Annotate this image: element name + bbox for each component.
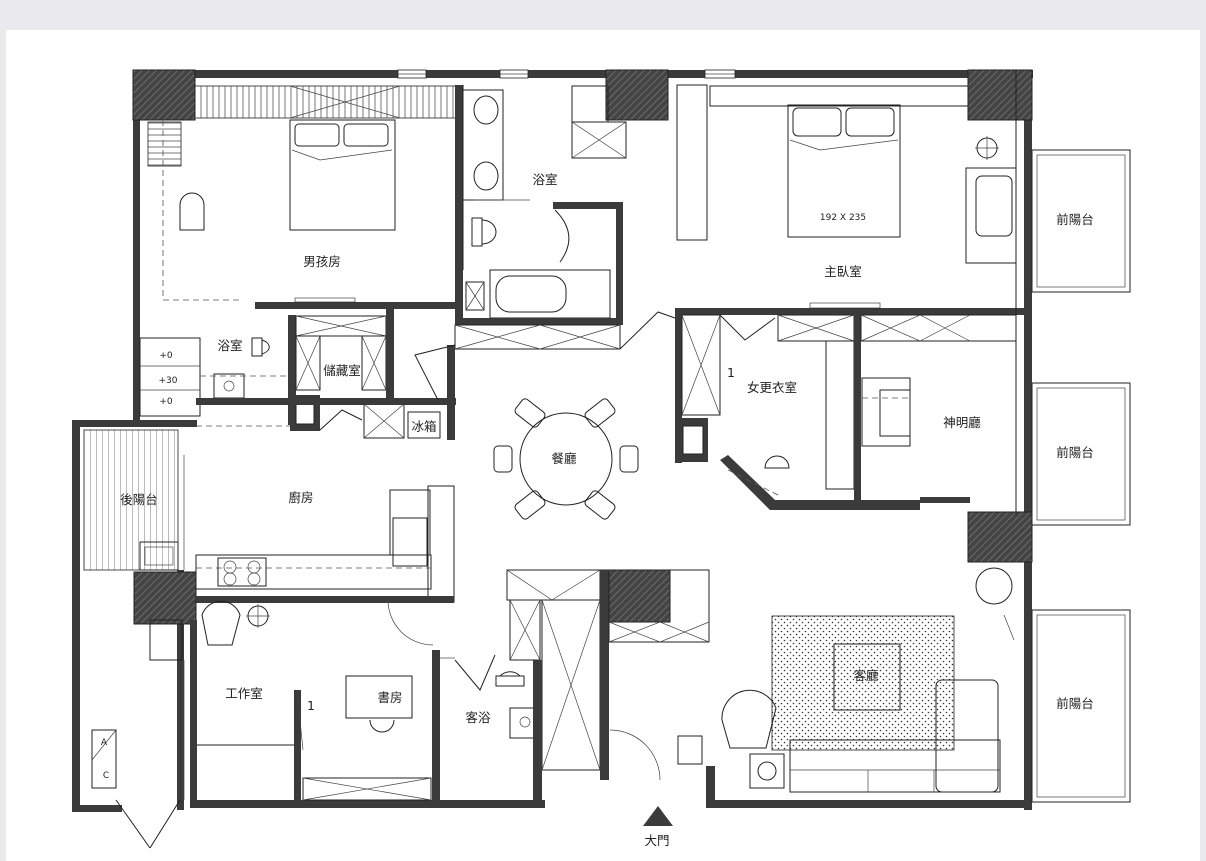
dining-table — [493, 398, 639, 520]
label-front-balcony-3: 前陽台 — [1056, 696, 1094, 711]
label-front-balcony-1: 前陽台 — [1056, 212, 1094, 227]
label-storage: 儲藏室 — [323, 363, 361, 378]
label-ac-c: C — [103, 771, 109, 781]
label-kitchen: 廚房 — [288, 490, 313, 505]
label-bath-left: 浴室 — [217, 338, 242, 353]
label-fridge: 冰箱 — [411, 419, 436, 434]
studio-study — [190, 599, 440, 808]
label-level-30: +30 — [159, 376, 178, 386]
corridor-cabinets — [454, 311, 676, 350]
left-bathroom — [139, 305, 456, 440]
shrine-room — [854, 314, 1017, 503]
front-balconies — [1031, 149, 1131, 803]
entry-cabinet — [608, 569, 710, 643]
top-bathroom — [455, 84, 708, 325]
label-boys-room: 男孩房 — [303, 254, 341, 269]
label-level-0-b: +0 — [159, 397, 173, 407]
label-living-room: 客廳 — [853, 668, 879, 683]
outer-walls — [72, 70, 1033, 812]
structural-columns — [132, 69, 1033, 625]
label-master-bedroom: 主臥室 — [824, 264, 862, 279]
master-bedroom — [675, 70, 1025, 515]
label-guest-bath: 客浴 — [465, 710, 491, 725]
guest-bathroom — [440, 569, 609, 808]
label-study: 書房 — [377, 690, 402, 705]
label-marker-1b: 1 — [307, 698, 315, 713]
label-main-door: 大門 — [644, 833, 669, 848]
label-shrine-room: 神明廳 — [943, 415, 981, 430]
label-marker-1a: 1 — [727, 365, 735, 380]
label-bed-size: 192 X 235 — [820, 213, 866, 223]
label-ac-a: A — [101, 738, 108, 748]
label-back-balcony: 後陽台 — [120, 492, 158, 507]
label-dining: 餐廳 — [551, 451, 577, 466]
label-front-balcony-2: 前陽台 — [1056, 445, 1094, 460]
top-windows — [397, 69, 736, 79]
main-door-marker — [643, 806, 673, 826]
room-labels: 男孩房 浴室 主臥室 浴室 儲藏室 冰箱 女更衣室 神明廳 餐廳 廚房 後陽台 … — [101, 172, 1094, 848]
label-level-0-a: +0 — [159, 351, 173, 361]
back-balcony — [83, 429, 185, 849]
kitchen — [195, 425, 455, 603]
living-room — [609, 567, 1015, 808]
label-bath-top: 浴室 — [532, 172, 557, 187]
label-studio: 工作室 — [225, 686, 263, 701]
walk-in-closet — [675, 308, 920, 510]
label-walk-in-closet: 女更衣室 — [747, 380, 797, 395]
boys-room — [147, 85, 463, 325]
